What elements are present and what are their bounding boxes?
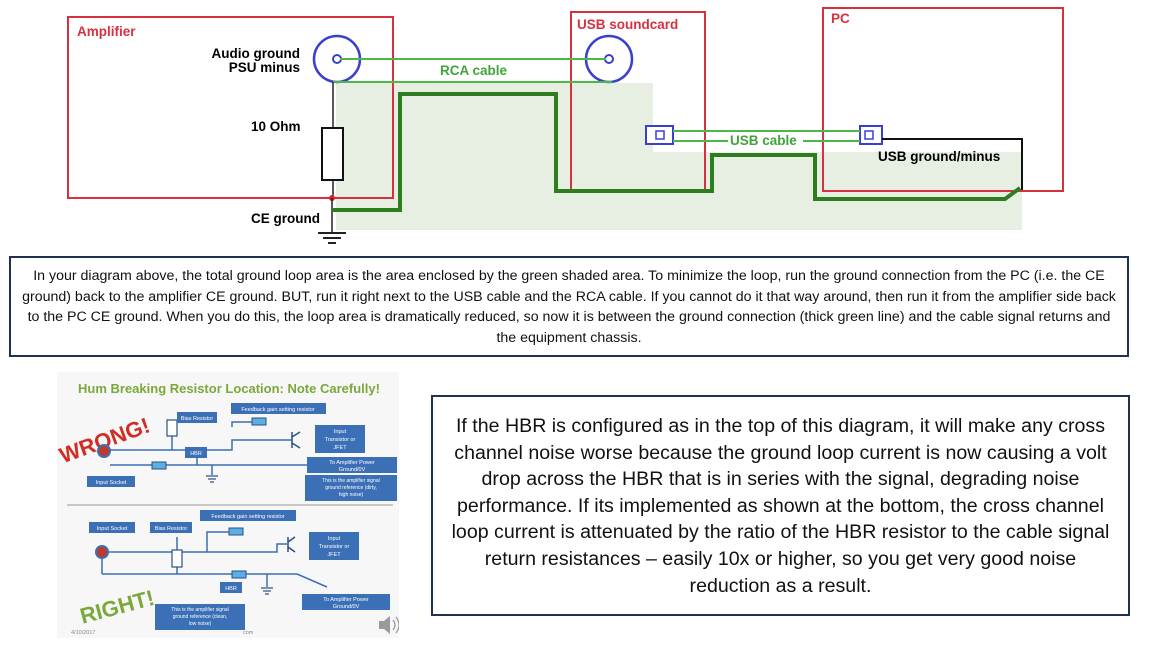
ground-connection-thick bbox=[332, 92, 1022, 212]
amplifier-box bbox=[67, 16, 394, 199]
right-signal-ref-line3: low noise) bbox=[189, 621, 212, 627]
usb-connector-soundcard bbox=[645, 125, 674, 145]
wrong-feedback-label: Feedback gain setting resistor bbox=[241, 407, 315, 413]
usb-ground-wire bbox=[882, 138, 1023, 190]
right-circuit bbox=[101, 531, 328, 588]
wrong-transistor-symbol bbox=[291, 431, 301, 449]
pc-box bbox=[822, 7, 1064, 192]
ground-loop-diagram: Amplifier USB soundcard PC Audio ground … bbox=[67, 7, 1064, 244]
wrong-bias-resistor bbox=[166, 419, 178, 437]
hbr-slide-diagram: Hum Breaking Resistor Location: Note Car… bbox=[56, 381, 400, 636]
ground-loop-explanation: In your diagram above, the total ground … bbox=[9, 256, 1129, 357]
wrong-input-socket bbox=[97, 444, 111, 458]
wrong-input-socket-label: Input Socket bbox=[96, 480, 127, 486]
right-hbr-resistor bbox=[231, 570, 247, 579]
wrong-feedback-box bbox=[231, 403, 326, 414]
right-transistor-box bbox=[309, 532, 359, 560]
right-bias-box bbox=[150, 522, 192, 533]
wrong-transistor-box bbox=[315, 425, 365, 453]
right-power-ground-line2: Ground/0V bbox=[333, 604, 360, 610]
usb-soundcard-label: USB soundcard bbox=[577, 17, 678, 32]
right-ground-symbol bbox=[261, 587, 273, 595]
hbr-slide: Hum Breaking Resistor Location: Note Car… bbox=[56, 372, 400, 638]
wrong-feedback-resistor bbox=[251, 417, 267, 426]
wrong-hbr-resistor bbox=[151, 461, 167, 470]
wrong-signal-ref-line3: high noise) bbox=[339, 492, 364, 498]
slide-title: Hum Breaking Resistor Location: Note Car… bbox=[78, 381, 380, 396]
ground-symbol bbox=[318, 232, 346, 244]
wrong-power-ground-line2: Ground/0V bbox=[339, 467, 366, 473]
right-bias-resistor-label: Bias Resistor bbox=[155, 526, 188, 532]
psu-minus-label: PSU minus bbox=[229, 60, 300, 75]
wrong-power-ground-line1: To Amplifier Power bbox=[329, 460, 375, 466]
rca-cable-label: RCA cable bbox=[440, 63, 508, 78]
right-signal-ref-line2: ground reference (clean, bbox=[173, 614, 227, 620]
wrong-bias-box bbox=[177, 412, 217, 423]
ce-ground-label: CE ground bbox=[251, 211, 320, 226]
right-input-socket-label: Input Socket bbox=[97, 526, 128, 532]
wrong-transistor-line3: JFET bbox=[333, 445, 347, 451]
ten-ohm-resistor bbox=[321, 127, 344, 181]
wrong-transistor-line2: Transistor or bbox=[325, 437, 356, 443]
wrong-label: WRONG! bbox=[57, 413, 153, 469]
amplifier-label: Amplifier bbox=[77, 24, 136, 39]
right-transistor-line1: Input bbox=[328, 536, 341, 542]
right-power-ground-box bbox=[302, 594, 390, 610]
right-signal-ref-line1: This is the amplifier signal bbox=[171, 607, 229, 613]
usb-connector-pc bbox=[859, 125, 883, 145]
ground-loop-area bbox=[336, 83, 1022, 230]
slide-footer: com bbox=[243, 630, 254, 636]
right-transistor-line3: JFET bbox=[327, 552, 341, 558]
usb-cable-label: USB cable bbox=[730, 133, 797, 148]
hbr-explanation: If the HBR is configured as in the top o… bbox=[431, 395, 1130, 616]
wrong-transistor-line1: Input bbox=[334, 429, 347, 435]
slide-date: 4/10/2017 bbox=[71, 630, 95, 636]
right-transistor-symbol bbox=[287, 536, 296, 553]
wrong-signal-ref-line2: ground reference (dirty, bbox=[325, 485, 377, 491]
pc-label: PC bbox=[831, 11, 850, 26]
right-hbr-label: HBR bbox=[225, 586, 237, 592]
usb-ground-label: USB ground/minus bbox=[878, 149, 1000, 164]
right-feedback-box bbox=[200, 510, 296, 521]
right-hbr-box bbox=[220, 582, 242, 593]
right-bias-resistor bbox=[171, 549, 183, 568]
audio-ground-label: Audio ground bbox=[212, 46, 300, 61]
wrong-input-socket-box bbox=[87, 476, 135, 487]
wrong-signal-ref-line1: This is the amplifier signal bbox=[322, 478, 380, 484]
right-feedback-label: Feedback gain setting resistor bbox=[211, 514, 285, 520]
right-input-socket bbox=[95, 545, 109, 559]
wrong-signal-ref-box bbox=[305, 475, 397, 501]
usb-port-pc bbox=[864, 130, 874, 140]
wrong-ground-symbol bbox=[206, 475, 218, 483]
right-input-socket-box bbox=[89, 522, 135, 533]
usb-port-soundcard bbox=[655, 130, 665, 140]
right-power-ground-line1: To Amplifier Power bbox=[323, 597, 369, 603]
right-signal-ref-box bbox=[155, 604, 245, 630]
wrong-power-ground-box bbox=[307, 457, 397, 473]
right-transistor-line2: Transistor or bbox=[319, 544, 350, 550]
wrong-hbr-box bbox=[185, 447, 207, 458]
resistor-label: 10 Ohm bbox=[251, 119, 301, 134]
speaker-icon[interactable] bbox=[379, 616, 400, 634]
right-label: RIGHT! bbox=[77, 585, 157, 629]
wrong-hbr-label: HBR bbox=[190, 451, 202, 457]
wrong-bias-resistor-label: Bias Resistor bbox=[181, 416, 214, 422]
right-feedback-resistor bbox=[228, 527, 244, 536]
